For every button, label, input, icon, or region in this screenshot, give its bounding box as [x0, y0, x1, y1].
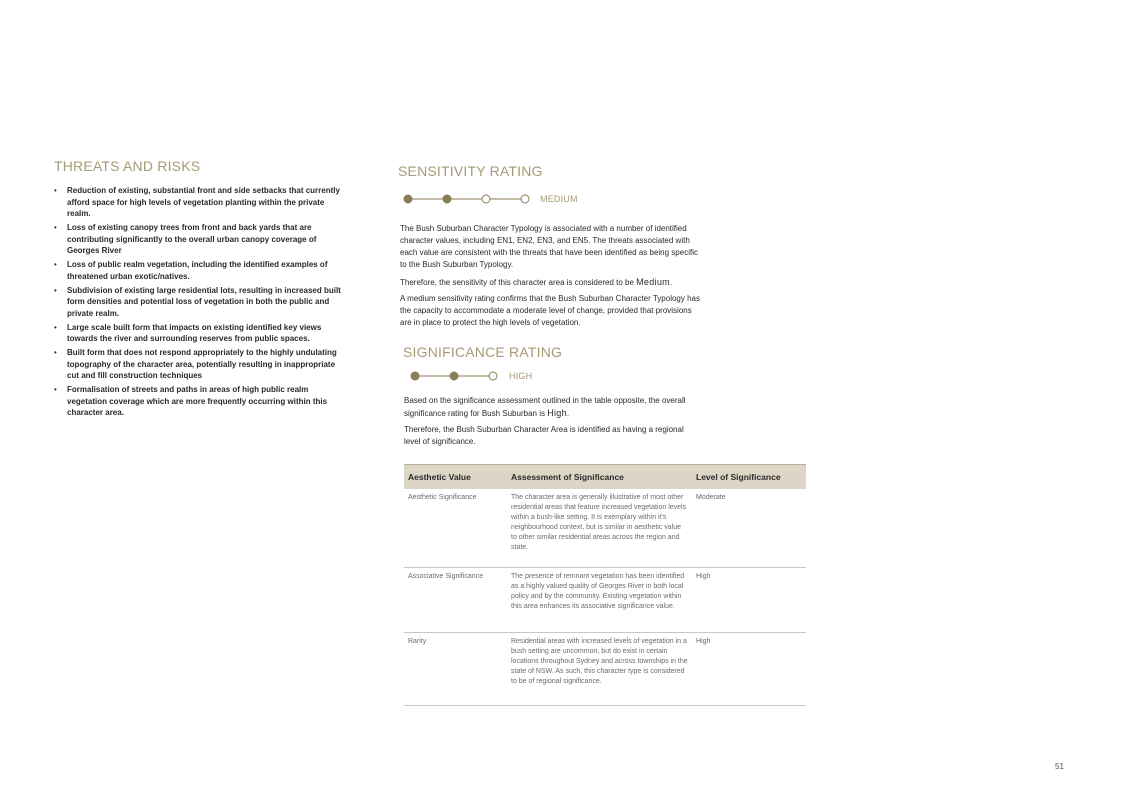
sensitivity-conclusion-end: . — [669, 278, 673, 287]
significance-conclusion: Therefore, the Bush Suburban Character A… — [404, 425, 684, 446]
column-header: Assessment of Significance — [507, 464, 692, 489]
page-number: 51 — [1055, 762, 1064, 771]
table-cell: Associative Significance — [404, 567, 507, 633]
sensitivity-conclusion-text: Therefore, the sensitivity of this chara… — [400, 278, 637, 287]
table-cell: Moderate — [692, 489, 806, 568]
rating-dot-filled — [442, 194, 452, 204]
table-cell: The character area is generally illustra… — [507, 489, 692, 568]
threats-heading: THREATS AND RISKS — [54, 158, 201, 174]
list-item: Large scale built form that impacts on e… — [54, 322, 344, 345]
table-row: Rarity Residential areas with increased … — [404, 632, 806, 706]
table-cell: High — [692, 632, 806, 706]
table-cell: Aesthetic Significance — [404, 489, 507, 568]
significance-paragraph-end: . — [566, 409, 570, 418]
rating-dot-empty — [520, 194, 530, 204]
list-item: Loss of existing canopy trees from front… — [54, 222, 344, 257]
significance-paragraph-value: High — [547, 408, 567, 418]
rating-dot-filled — [410, 371, 420, 381]
list-item: Subdivision of existing large residentia… — [54, 285, 344, 320]
table-row: Associative Significance The presence of… — [404, 567, 806, 633]
significance-rating-dots — [410, 371, 498, 381]
significance-rating-label: HIGH — [509, 371, 533, 381]
sensitivity-conclusion-value: Medium — [636, 277, 670, 287]
table-cell: High — [692, 567, 806, 633]
table-cell: Residential areas with increased levels … — [507, 632, 692, 706]
list-item: Formalisation of streets and paths in ar… — [54, 384, 344, 419]
sensitivity-paragraph: The Bush Suburban Character Typology is … — [400, 224, 698, 269]
significance-heading: SIGNIFICANCE RATING — [403, 344, 563, 360]
sensitivity-heading: SENSITIVITY RATING — [398, 163, 543, 179]
significance-paragraph-text: Based on the significance assessment out… — [404, 396, 686, 418]
significance-table: Aesthetic Value Assessment of Significan… — [404, 464, 806, 706]
table-cell: The presence of remnant vegetation has b… — [507, 567, 692, 633]
sensitivity-rating-label: MEDIUM — [540, 194, 578, 204]
sensitivity-conclusion: Therefore, the sensitivity of this chara… — [400, 276, 710, 289]
table-row: Aesthetic Significance The character are… — [404, 489, 806, 568]
list-item: Built form that does not respond appropr… — [54, 347, 344, 382]
table-cell: Rarity — [404, 632, 507, 706]
list-item: Reduction of existing, substantial front… — [54, 185, 344, 220]
rating-dot-filled — [449, 371, 459, 381]
significance-rating-scale: HIGH — [410, 370, 570, 384]
column-header: Aesthetic Value — [404, 464, 507, 489]
table-header-row: Aesthetic Value Assessment of Significan… — [404, 464, 806, 489]
threats-list: Reduction of existing, substantial front… — [54, 185, 344, 421]
column-header: Level of Significance — [692, 464, 806, 489]
sensitivity-explanation: A medium sensitivity rating confirms tha… — [400, 294, 701, 327]
sensitivity-rating-scale: MEDIUM — [403, 193, 603, 207]
sensitivity-rating-dots — [403, 194, 530, 204]
rating-dot-filled — [403, 194, 413, 204]
list-item: Loss of public realm vegetation, includi… — [54, 259, 344, 282]
rating-dot-empty — [488, 371, 498, 381]
rating-dot-empty — [481, 194, 491, 204]
significance-paragraph: Based on the significance assessment out… — [404, 395, 694, 420]
